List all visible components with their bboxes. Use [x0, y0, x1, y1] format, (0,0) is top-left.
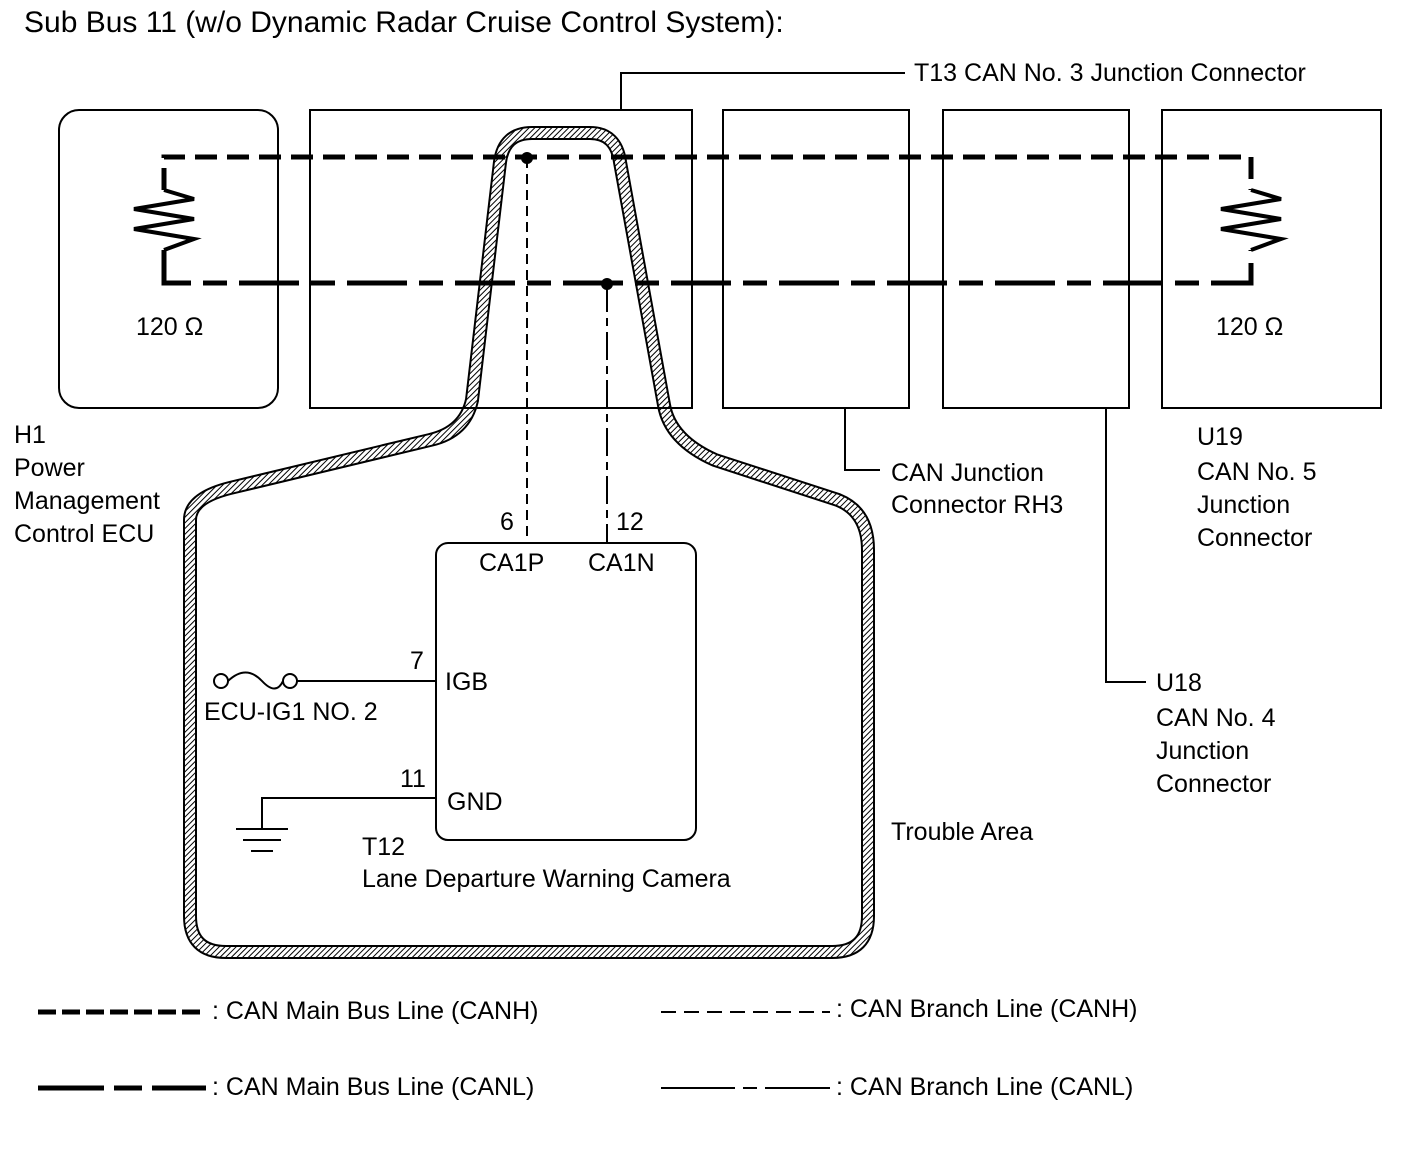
u18-name-line-3: Connector — [1156, 770, 1271, 798]
canh-junction-dot — [521, 152, 533, 164]
t12-code: T12 — [362, 833, 405, 861]
fuse-icon — [227, 671, 284, 690]
fuse-right-terminal — [282, 673, 298, 689]
pin-igb-label: IGB — [445, 668, 488, 696]
h1-resistor-value: 120 Ω — [136, 313, 203, 341]
u19-name-line-3: Connector — [1197, 524, 1312, 552]
u19-resistor-value: 120 Ω — [1216, 313, 1283, 341]
can-main-canh-line — [161, 154, 1254, 190]
rh3-name-line-1: CAN Junction — [891, 459, 1044, 487]
h1-name-line-2: Management — [14, 487, 160, 515]
u19-resistor-symbol — [1220, 188, 1289, 252]
fuse-left-terminal — [213, 673, 229, 689]
pin-gnd-label: GND — [447, 788, 503, 816]
pin-ca1p-label: CA1P — [479, 549, 544, 577]
gnd-wire — [261, 797, 436, 829]
ground-icon — [236, 828, 288, 852]
legend-main-canh-label: : CAN Main Bus Line (CANH) — [212, 997, 538, 1025]
pin-12-number: 12 — [616, 508, 644, 536]
canl-junction-dot — [601, 278, 613, 290]
h1-ecu-box — [58, 109, 279, 409]
h1-code: H1 — [14, 421, 46, 449]
pin-11-number: 11 — [400, 765, 426, 793]
u18-leader-line — [1105, 408, 1146, 683]
rh3-name-line-2: Connector RH3 — [891, 491, 1063, 519]
diagram-title: Sub Bus 11 (w/o Dynamic Radar Cruise Con… — [24, 6, 784, 39]
legend-branch-canh-label: : CAN Branch Line (CANH) — [836, 995, 1137, 1023]
pin-7-number: 7 — [410, 647, 424, 675]
h1-name-line-1: Power — [14, 454, 85, 482]
u19-junction-box — [1161, 109, 1382, 409]
fuse-label: ECU-IG1 NO. 2 — [204, 698, 378, 726]
h1-name-line-3: Control ECU — [14, 520, 154, 548]
t13-label: T13 CAN No. 3 Junction Connector — [914, 59, 1306, 87]
rh3-leader-line — [844, 408, 880, 471]
rh3-junction-box — [722, 109, 910, 409]
pin-6-number: 6 — [500, 508, 514, 536]
u18-junction-box — [942, 109, 1130, 409]
u18-code: U18 — [1156, 669, 1202, 697]
u18-name-line-2: Junction — [1156, 737, 1249, 765]
legend-main-canl-label: : CAN Main Bus Line (CANL) — [212, 1073, 534, 1101]
t12-name: Lane Departure Warning Camera — [362, 865, 731, 893]
u19-name-line-1: CAN No. 5 — [1197, 458, 1316, 486]
trouble-area-hatch — [185, 128, 873, 957]
h1-resistor-symbol — [133, 188, 202, 252]
t13-leader-line — [620, 72, 905, 110]
can-main-canl-line — [161, 250, 1254, 286]
u19-code: U19 — [1197, 423, 1243, 451]
t12-camera-box — [435, 542, 697, 841]
u19-name-line-2: Junction — [1197, 491, 1290, 519]
u18-name-line-1: CAN No. 4 — [1156, 704, 1276, 732]
legend-branch-canl-label: : CAN Branch Line (CANL) — [836, 1073, 1133, 1101]
pin-ca1n-label: CA1N — [588, 549, 655, 577]
t13-junction-box — [309, 109, 693, 409]
trouble-area-label: Trouble Area — [891, 818, 1033, 846]
